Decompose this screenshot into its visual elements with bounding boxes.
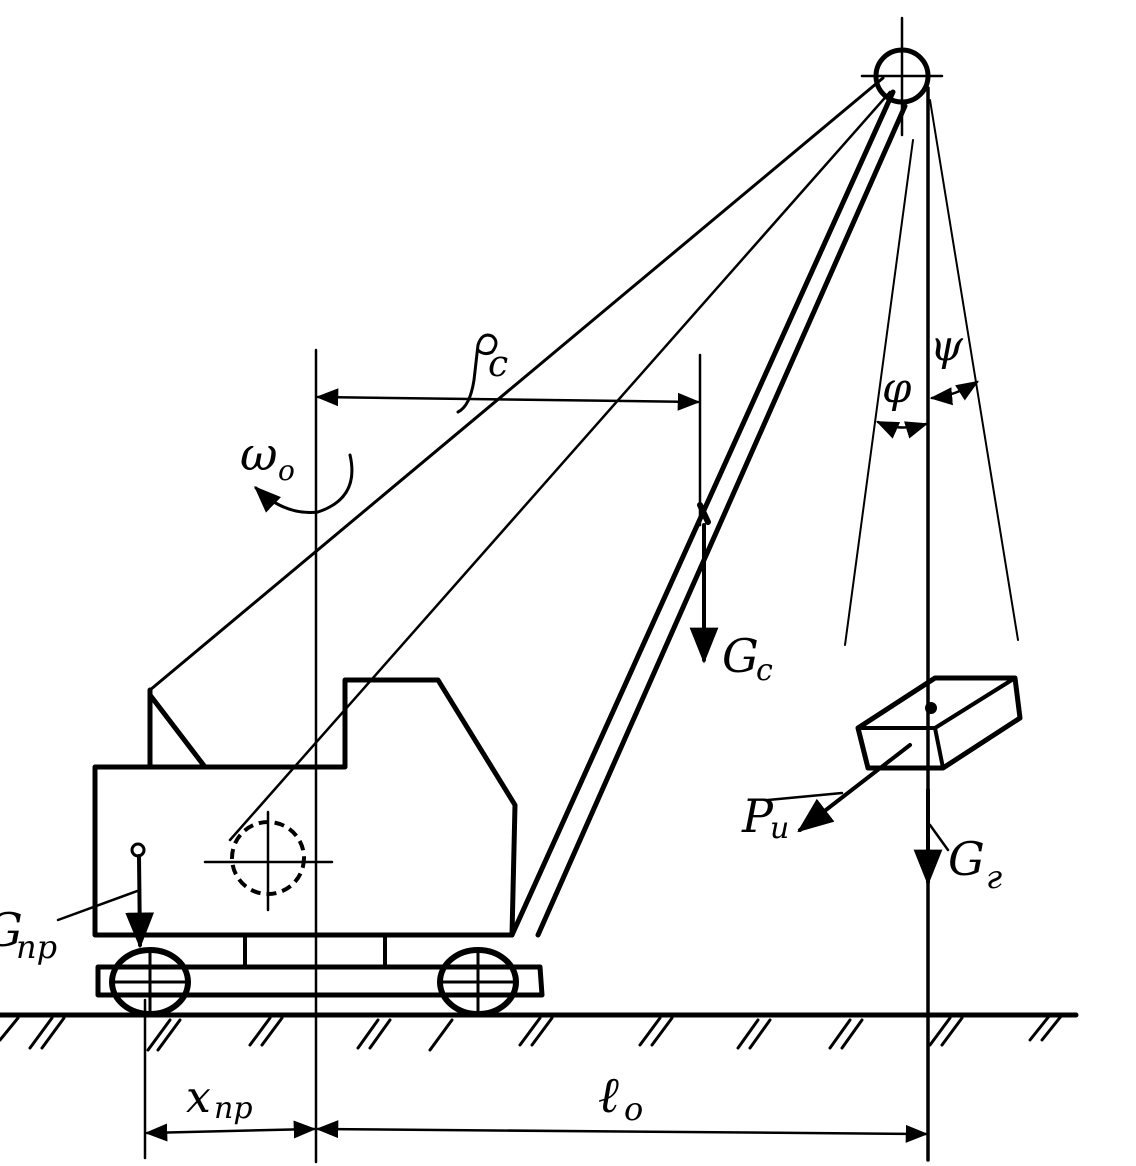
angular-velocity-arrow (254, 453, 354, 514)
label-g-g: G г (948, 832, 1002, 896)
label-x-pr-sub: пр (214, 1091, 253, 1126)
load-block (855, 675, 1023, 771)
label-g-g-symbol: G (948, 832, 985, 886)
label-l-o-symbol: ℓ (598, 1066, 619, 1124)
dimension-rho-c (315, 333, 701, 414)
swing-angle-arcs (875, 380, 979, 439)
boom-tip-sheave (860, 16, 944, 137)
label-g-pr: G пр (0, 903, 57, 966)
force-g-pr-arrow (56, 842, 155, 949)
label-rho-c-sub: c (488, 344, 508, 385)
hoist-rope (844, 86, 1019, 1162)
label-g-c: G c (722, 629, 773, 688)
label-omega-symbol: ω (240, 427, 278, 481)
label-g-pr-symbol: G (0, 903, 23, 957)
label-omega-sub: o (278, 454, 295, 487)
label-p-u-symbol: P (741, 789, 774, 843)
label-g-c-sub: c (756, 653, 773, 688)
label-x-pr-symbol: x (186, 1072, 211, 1123)
label-omega: ω o (240, 427, 295, 487)
label-psi: ψ (930, 321, 964, 370)
center-of-mass-symbol (203, 810, 334, 912)
label-l-o-sub: o (624, 1090, 643, 1128)
label-g-pr-sub: пр (16, 928, 57, 966)
label-l-o: ℓ o (598, 1066, 643, 1128)
dimension-x-pr (144, 1120, 317, 1142)
label-g-g-sub: г (986, 858, 1002, 896)
label-x-pr: x пр (186, 1072, 253, 1126)
label-p-u-sub: u (770, 811, 789, 846)
pendant-ropes (148, 76, 892, 842)
force-p-u-arrow (766, 743, 912, 833)
undercarriage (95, 933, 545, 998)
crane-body (92, 677, 518, 938)
wheel-right (437, 947, 519, 1017)
label-p-u: P u (741, 789, 789, 846)
force-g-g-arrow (913, 788, 950, 886)
label-g-c-symbol: G (722, 629, 759, 683)
boom (509, 89, 908, 938)
wheel-left (109, 947, 191, 1017)
label-phi: φ (882, 363, 912, 412)
dimension-l-o (315, 1120, 929, 1143)
ground-hatching (0, 1013, 1064, 1052)
ground (0, 1012, 1079, 1052)
